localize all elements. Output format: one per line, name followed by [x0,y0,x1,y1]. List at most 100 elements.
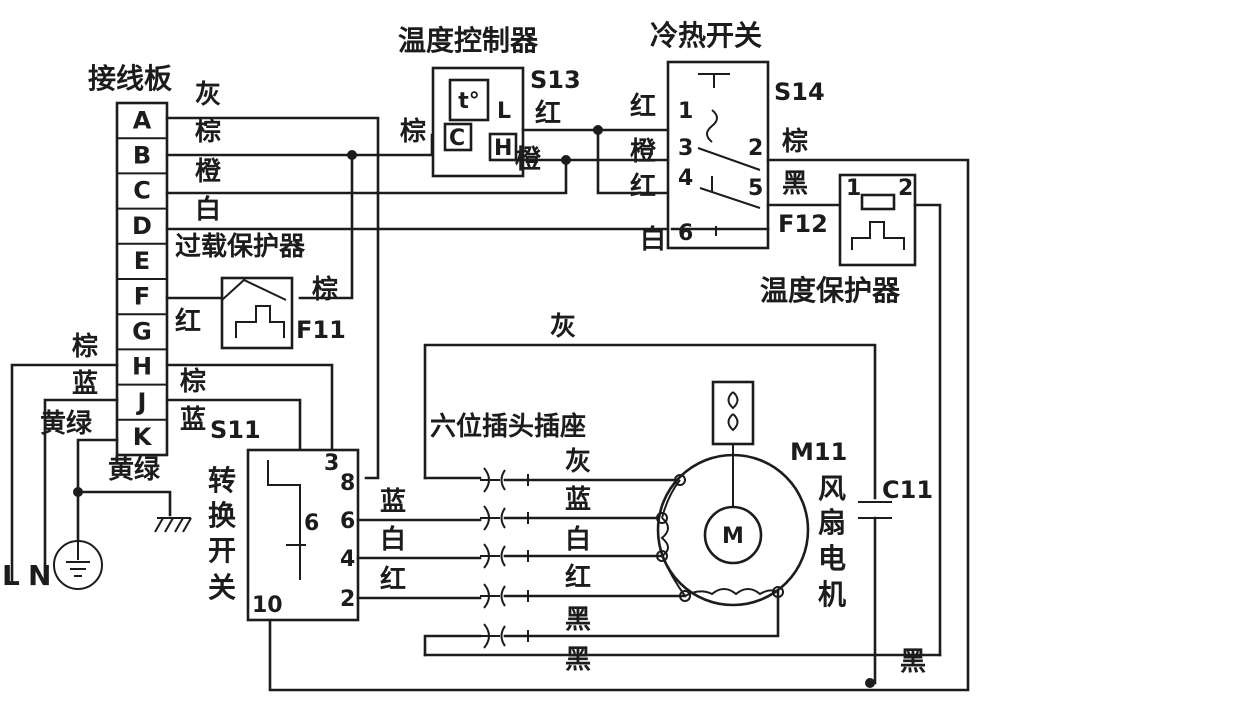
wire-m-black2-stub [423,634,482,657]
switch-pin-1: 1 [678,99,693,124]
label-ground-yellowgreen: 黄绿 [108,455,161,485]
terminal-g: G [132,318,152,346]
terminal-b: B [133,142,151,170]
wire-c-orange [165,158,568,195]
fan-motor: M M11 风 扇 电 机 [656,380,847,611]
terminal-e: E [134,247,150,275]
power-n-label: N [28,559,51,592]
terminal-f: F [134,282,150,310]
motor-code: M11 [790,438,847,466]
selector-pin-10: 10 [252,593,283,618]
chassis-ground-icon [154,517,192,533]
label-m-black1: 黑 [565,605,591,635]
switch-dividers [711,176,717,236]
wire-a-gray [165,116,380,480]
selector-name-3: 开 [208,534,236,567]
wire-m-black1 [503,590,780,638]
selector-pin-4: 4 [340,547,355,572]
selector-switch: S11 3 8 6 4 2 10 6 转 换 开 关 [208,416,360,622]
label-tc-red: 红 [535,98,561,129]
terminal-h: H [132,353,152,381]
terminal-j: J [136,388,147,416]
switch-code: S14 [774,78,825,106]
motor-tap-black [772,586,784,598]
temp-protector-bimetal-icon [851,221,905,250]
motor-symbol: M [722,524,744,549]
label-gray-loop: 灰 [550,312,576,342]
selector-pin-3: 3 [324,451,339,476]
wire-gray-loop [423,343,877,500]
motor-winding-main [660,479,686,597]
motor-name-4: 机 [818,578,846,611]
temp-protector-title: 温度保护器 [760,274,901,307]
motor-thermal-fuse-icon [727,391,739,432]
temp-controller-title: 温度控制器 [398,24,539,57]
label-sel-white: 白 [380,524,406,555]
terminal-k: K [133,423,153,451]
overload-code: F11 [296,316,346,344]
label-sw-brown: 棕 [782,126,808,157]
label-sw-red2: 红 [630,171,656,202]
wire-sw-brown-return [268,158,970,692]
selector-body [246,448,360,622]
label-sw-red: 红 [630,91,656,122]
capacitor: C11 [858,476,933,688]
selector-name-2: 换 [208,499,237,532]
label-m-red: 红 [565,562,591,593]
wire-h-to-selector [165,363,334,452]
label-sel-red: 红 [380,564,406,595]
switch-pin-2: 2 [748,136,763,161]
switch-contacts [697,147,761,209]
capacitor-code: C11 [882,476,933,504]
temp-controller-code: S13 [530,66,581,94]
temperature-controller: 温度控制器 t° L C H S13 [398,24,581,178]
connector-pin-4 [480,583,500,609]
overload-title: 过载保护器 [175,232,306,262]
switch-title: 冷热开关 [650,19,762,52]
motor-tap-gray [674,474,686,486]
motor-tap-blue [656,512,668,524]
connector-title: 六位插头插座 [430,411,586,442]
selector-pin-8: 8 [340,471,355,496]
motor-thermal-fuse [711,380,755,446]
selector-name-4: 关 [208,571,236,604]
label-a-gray: 灰 [195,80,221,110]
label-black-return: 黑 [900,647,926,677]
switch-pin-6: 6 [678,221,693,246]
selector-pin-2: 2 [340,587,355,612]
terminal-d: D [132,212,152,240]
motor-name-1: 风 [818,472,846,505]
temp-controller-pin-c-box [443,122,473,152]
wire-k-ground [76,438,119,542]
selector-name-1: 转 [208,464,236,497]
cold-hot-switch: 冷热开关 1 2 3 4 5 6 S14 [650,19,825,250]
wire-b-to-overload [298,153,354,300]
temp-controller-pin-h: H [494,136,512,161]
temp-sensor-symbol: t° [458,89,480,114]
temp-controller-pin-h-box [488,132,518,162]
wire-red-to-switch [596,128,674,195]
terminal-board-title: 接线板 [88,62,172,95]
label-m-black2: 黑 [565,645,591,675]
temp-protector-pin-2: 2 [898,176,913,201]
label-m-blue: 蓝 [565,485,591,515]
temperature-protector: 1 2 F12 温度保护器 [760,173,917,307]
switch-actuator-icon [698,73,730,88]
switch-cam-icon [706,109,718,143]
wire-tp-black [913,203,942,657]
label-b-orange: 橙 [195,157,222,187]
label-sw-white: 白 [640,224,666,255]
temp-protector-element [860,193,896,211]
terminal-a: A [133,106,152,134]
temp-sensor-box [448,78,490,122]
overload-bimetal-icon [235,305,285,338]
label-a-brown: 棕 [195,116,221,147]
motor-tap-white [656,550,668,562]
label-f-red: 红 [175,306,201,337]
label-k-yellowgreen: 黄绿 [40,409,93,439]
selector-code: S11 [210,416,261,444]
label-m-gray: 灰 [565,447,591,477]
wire-h-brown-line [10,363,119,582]
